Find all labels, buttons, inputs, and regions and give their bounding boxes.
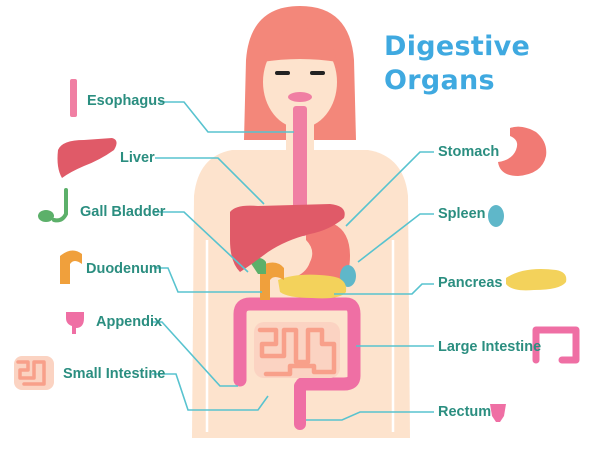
small-intestine-leader <box>152 373 269 411</box>
spleen-organ <box>340 265 356 287</box>
appendix-icon <box>66 312 84 334</box>
stomach-label: Stomach <box>438 144 500 160</box>
liver-icon <box>57 138 117 178</box>
duodenum-label: Duodenum <box>86 261 162 277</box>
gall-bladder-label: Gall Bladder <box>80 204 166 220</box>
duodenum-icon <box>60 250 82 284</box>
title-line-2: Organs <box>384 65 495 96</box>
duodenum-leader <box>154 267 262 293</box>
gall-bladder-leader <box>154 211 249 273</box>
title-line-1: Digestive <box>384 31 531 62</box>
small-intestine-label: Small Intestine <box>63 366 166 382</box>
spleen-leader <box>357 213 434 263</box>
esophagus-icon <box>70 79 77 117</box>
esophagus-organ <box>293 106 307 236</box>
small-intestine-icon <box>14 356 54 390</box>
stomach-icon <box>498 126 547 176</box>
internal-organs <box>230 106 361 430</box>
stomach-leader <box>345 151 434 227</box>
liver-organ <box>230 204 345 272</box>
organ-icons <box>14 79 580 422</box>
rectum-icon <box>490 404 506 422</box>
pancreas-label: Pancreas <box>438 275 503 291</box>
mouth <box>288 92 312 102</box>
pancreas-organ <box>278 274 347 299</box>
rectum-label: Rectum <box>438 404 492 420</box>
pancreas-icon <box>506 269 567 291</box>
spleen-label: Spleen <box>438 206 486 222</box>
appendix-label: Appendix <box>96 314 163 330</box>
large-intestine-organ <box>233 297 361 391</box>
right-eye <box>310 71 325 75</box>
hair-bangs <box>262 28 338 74</box>
esophagus-label: Esophagus <box>87 93 166 109</box>
esophagus-leader <box>160 101 294 133</box>
large-intestine-icon <box>532 326 580 364</box>
left-eye <box>275 71 290 75</box>
diagram-title: Digestive Organs <box>384 30 530 98</box>
rectum-leader <box>306 411 434 421</box>
spleen-icon <box>488 205 504 227</box>
pancreas-leader <box>334 283 434 295</box>
gall-bladder-icon <box>38 188 68 223</box>
liver-leader <box>155 157 265 205</box>
leader-lines <box>152 101 434 421</box>
appendix-leader <box>152 321 238 387</box>
small-intestine-organ <box>257 327 337 377</box>
liver-label: Liver <box>120 150 155 166</box>
large-intestine-label: Large Intestine <box>438 339 542 355</box>
